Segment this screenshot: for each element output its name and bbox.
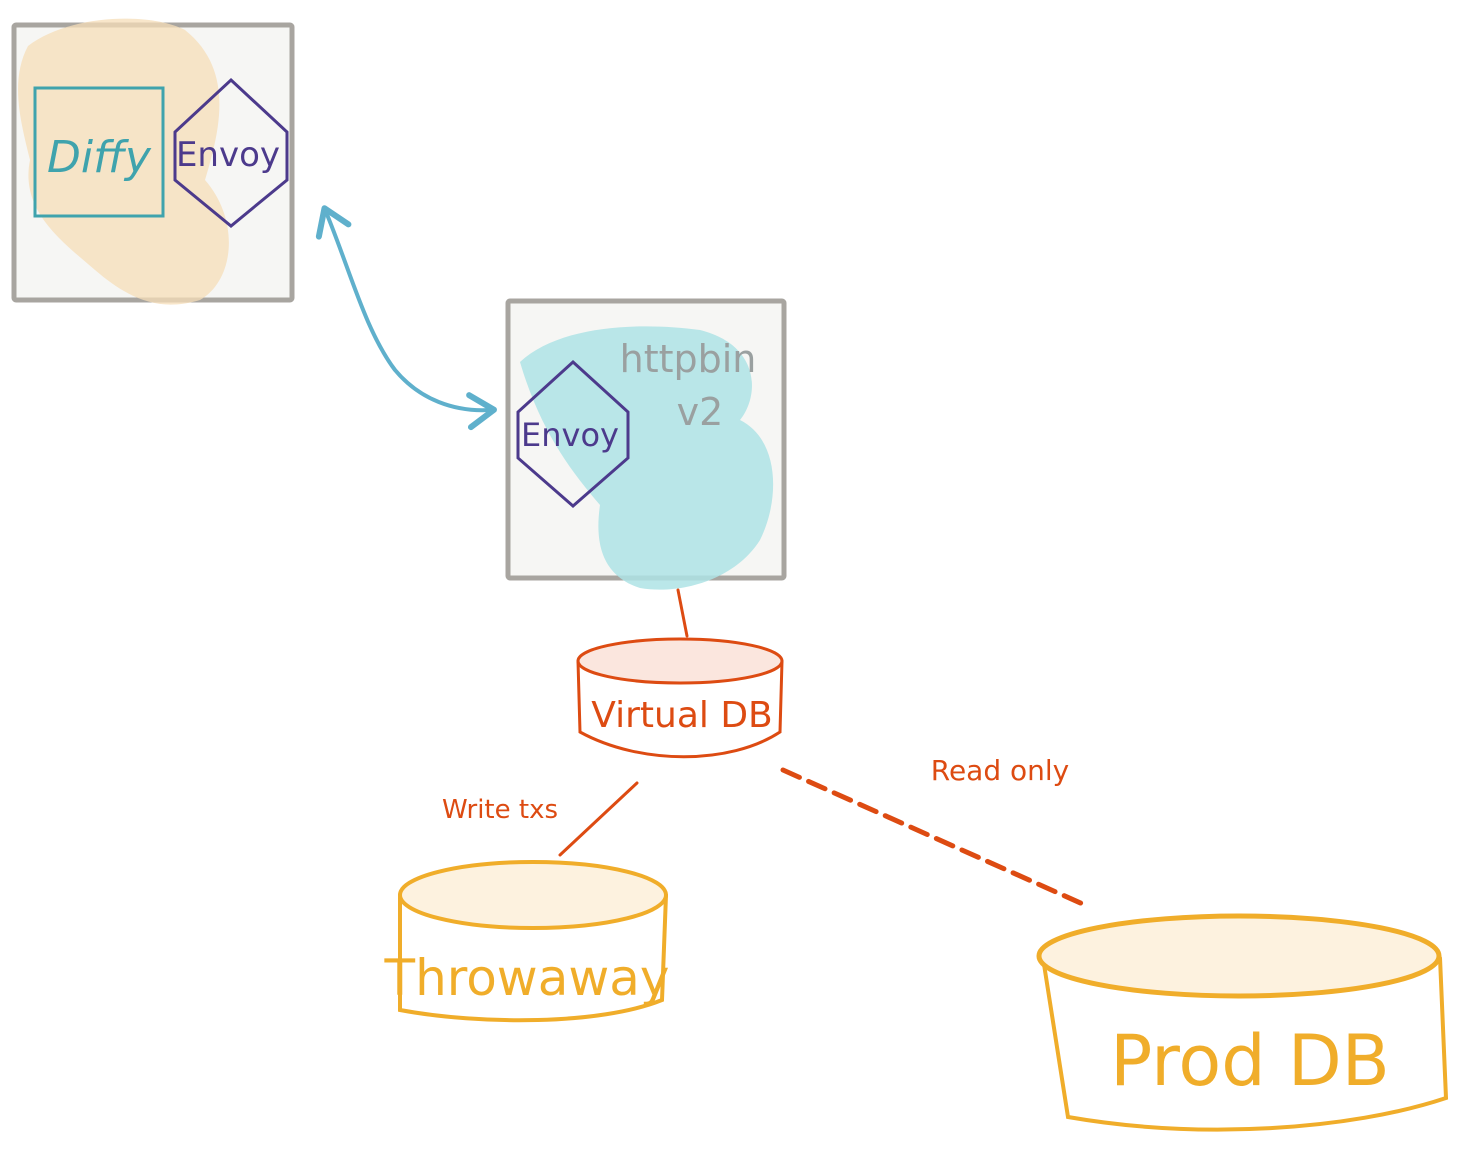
virtual-db-body bbox=[576, 659, 784, 759]
prod-db-body bbox=[1041, 956, 1449, 1132]
orange-wash bbox=[18, 18, 229, 305]
virtual-db-top bbox=[576, 637, 784, 685]
diffy-node-group: Diffy Envoy bbox=[11, 18, 295, 305]
envoy-top-hexagon bbox=[173, 77, 289, 228]
httpbin-version-label: v2 bbox=[677, 390, 724, 434]
envoy-top-label: Envoy bbox=[176, 135, 280, 175]
diffy-label: Diffy bbox=[47, 132, 152, 183]
throwaway-label: Throwaway bbox=[384, 949, 670, 1007]
prod-db-label: Prod DB bbox=[1110, 1020, 1390, 1102]
envoy-bottom-label: Envoy bbox=[521, 416, 619, 454]
throwaway-body bbox=[398, 893, 668, 1023]
read-edge-line bbox=[780, 767, 1088, 908]
throwaway-db-cylinder: Throwaway bbox=[384, 860, 670, 1023]
virtual-db-label: Virtual DB bbox=[591, 695, 773, 736]
prod-db-cylinder: Prod DB bbox=[1036, 913, 1449, 1132]
prod-db-top bbox=[1036, 913, 1442, 999]
httpbin-to-virtualdb-line bbox=[676, 588, 689, 638]
throwaway-top bbox=[398, 860, 668, 930]
virtual-db-cylinder: Virtual DB bbox=[576, 637, 784, 759]
diffy-box bbox=[33, 86, 165, 218]
write-edge-line bbox=[558, 781, 639, 857]
envoy-bottom-hexagon bbox=[516, 359, 630, 508]
httpbin-node-group: httpbin v2 Envoy bbox=[505, 298, 787, 590]
httpbin-label: httpbin bbox=[620, 337, 757, 381]
envoy-link-arrow bbox=[315, 205, 497, 431]
read-edge-label: Read only bbox=[931, 754, 1069, 787]
write-edge-label: Write txs bbox=[442, 795, 558, 825]
cyan-wash bbox=[520, 326, 774, 590]
